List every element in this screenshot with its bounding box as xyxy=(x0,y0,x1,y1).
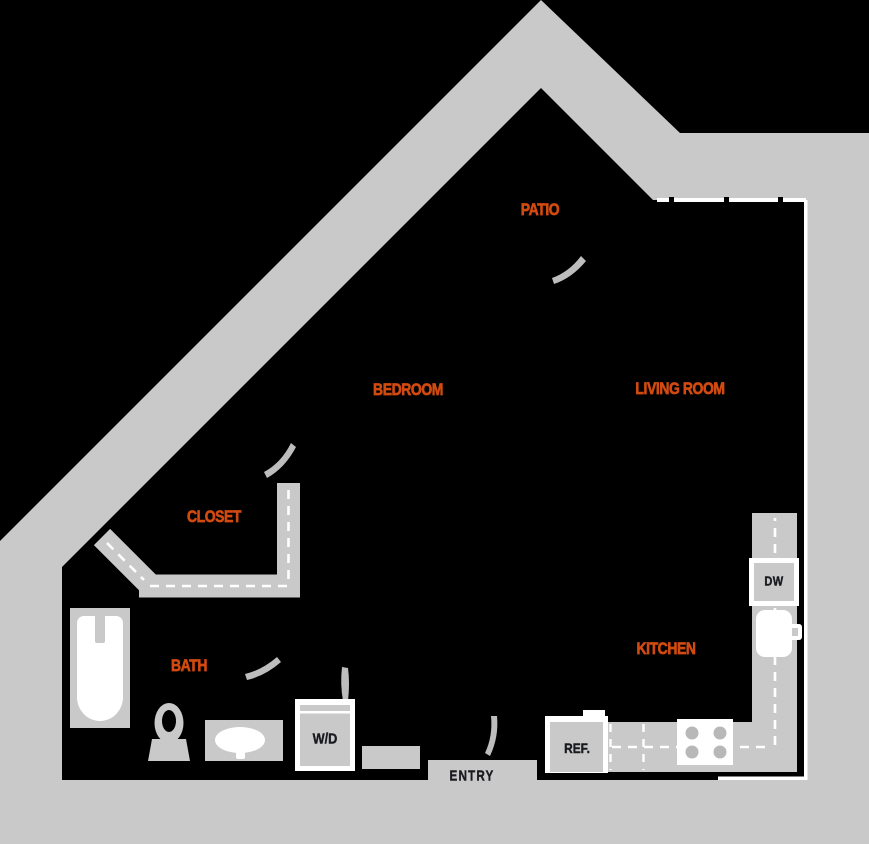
refrigerator-label: REF. xyxy=(564,740,590,756)
toilet-tank xyxy=(148,739,190,761)
bathtub-faucet xyxy=(95,615,105,643)
room-label-closet: CLOSET xyxy=(186,507,242,527)
room-label-living-room: LIVING ROOM xyxy=(635,379,725,399)
window-mullion-tick xyxy=(724,197,729,204)
right-wall-face-line xyxy=(804,200,808,780)
dishwasher-body xyxy=(754,563,794,601)
refrigerator-body xyxy=(550,722,603,772)
window-line xyxy=(657,198,806,202)
washer-dryer-unit xyxy=(295,699,355,771)
hall-shelf xyxy=(362,746,420,769)
vanity-sink xyxy=(205,720,283,761)
bath-door-arc xyxy=(245,657,281,680)
refrigerator-handle xyxy=(583,710,605,720)
entry-label: ENTRY xyxy=(449,767,495,785)
closet-shelves xyxy=(93,483,300,598)
toilet-bowl-opening xyxy=(162,710,176,732)
stove-top xyxy=(677,719,733,765)
entry-door-arc xyxy=(485,716,498,756)
stove xyxy=(677,719,733,765)
unit-floor xyxy=(62,88,806,780)
room-label-kitchen: KITCHEN xyxy=(636,639,696,659)
dishwasher-label: DW xyxy=(764,573,784,589)
stove-burner xyxy=(713,726,727,740)
closet-rod-centerline xyxy=(106,542,145,581)
window-mullion-tick xyxy=(778,197,783,204)
bedroom-door-arc xyxy=(264,443,296,478)
kitchen-sink-faucet-notch xyxy=(791,628,798,636)
room-label-bath: BATH xyxy=(170,656,208,676)
washer-dryer-door-seam xyxy=(300,711,350,714)
refrigerator-unit xyxy=(545,710,608,773)
stove-burner xyxy=(685,745,699,759)
dishwasher-unit xyxy=(749,558,799,606)
washer-dryer-body xyxy=(300,705,350,766)
bottom-wall-face-line xyxy=(718,776,807,780)
toilet xyxy=(148,703,190,761)
room-label-bedroom: BEDROOM xyxy=(373,380,444,400)
vanity-faucet xyxy=(236,745,245,759)
window-mullion-tick xyxy=(669,197,674,204)
washer-dryer-label: W/D xyxy=(312,730,338,748)
room-label-patio: PATIO xyxy=(520,200,560,220)
hall-door-leaf xyxy=(341,667,349,701)
bathtub xyxy=(70,608,130,728)
bathtub-basin xyxy=(77,616,123,721)
stove-burner xyxy=(713,745,727,759)
kitchen-sink-basin xyxy=(756,610,792,657)
kitchen-sink xyxy=(756,610,802,657)
stove-burner xyxy=(685,726,699,740)
patio-door-arc xyxy=(552,256,586,284)
vanity-basin xyxy=(215,727,265,753)
